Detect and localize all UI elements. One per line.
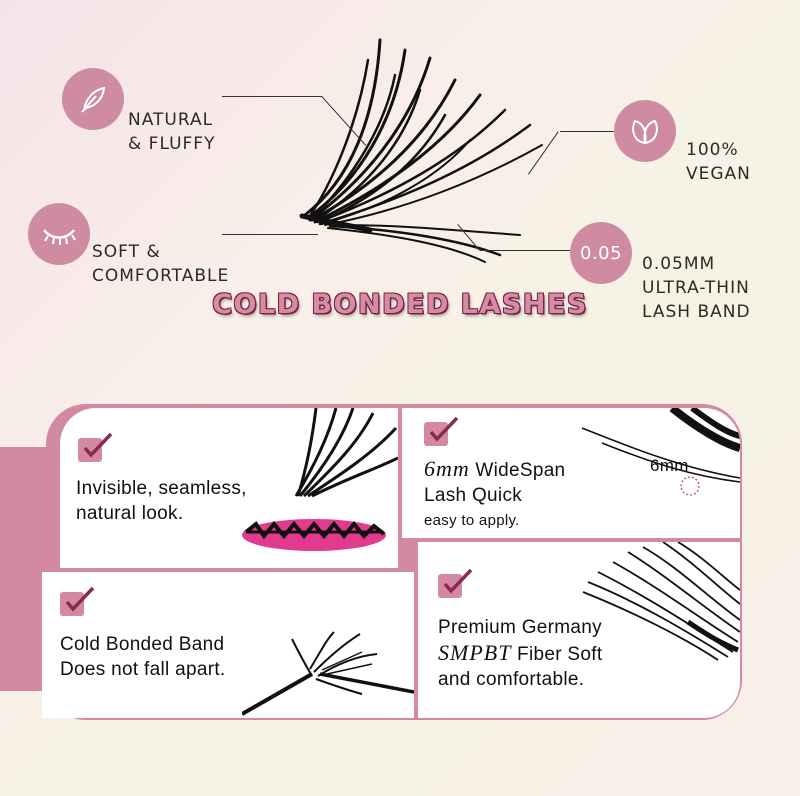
card-fiber: Premium Germany SMPBT Fiber Soft and com…: [418, 542, 740, 718]
card-fiber-text: Premium Germany SMPBT Fiber Soft and com…: [438, 617, 603, 690]
leader-line-vegan: [560, 131, 615, 132]
closed-eye-icon: [28, 203, 90, 265]
lash-span-diagram: [581, 408, 740, 496]
card-invisible: Invisible, seamless,natural look.: [60, 408, 398, 568]
check-icon: [438, 568, 473, 598]
leader-line-band: [480, 250, 570, 251]
leaves-icon: [614, 100, 676, 162]
check-icon: [60, 586, 95, 616]
lash-cluster-closeup: [294, 408, 398, 498]
feather-icon: [62, 68, 124, 130]
leader-line-natural: [222, 96, 322, 97]
check-icon: [424, 416, 459, 446]
card-widespan: 6mm WideSpan Lash Quick easy to apply. 6…: [402, 408, 740, 538]
tweezers-lash-illustration: [242, 631, 414, 716]
measure-label: 6mm: [650, 456, 689, 475]
check-icon: [78, 432, 113, 462]
feature-vegan-text: 100%VEGAN: [686, 140, 751, 184]
lash-fiber-illustration: [582, 542, 740, 661]
card-widespan-text: 6mm WideSpan Lash Quick easy to apply.: [424, 456, 566, 529]
card-invisible-text: Invisible, seamless,natural look.: [76, 478, 247, 524]
badge-label: 0.05: [579, 242, 623, 264]
side-accent-strip: [0, 447, 48, 691]
page-title: COLD BONDED LASHES: [212, 289, 588, 320]
feature-soft-text: SOFT &COMFORTABLE: [92, 242, 230, 286]
lash-band-closeup: [242, 519, 386, 551]
leader-line-soft: [222, 234, 318, 235]
lash-cluster-illustration: [299, 38, 543, 263]
feature-natural-text: NATURAL& FLUFFY: [128, 110, 216, 154]
band-thickness-badge: 0.05: [570, 222, 632, 284]
